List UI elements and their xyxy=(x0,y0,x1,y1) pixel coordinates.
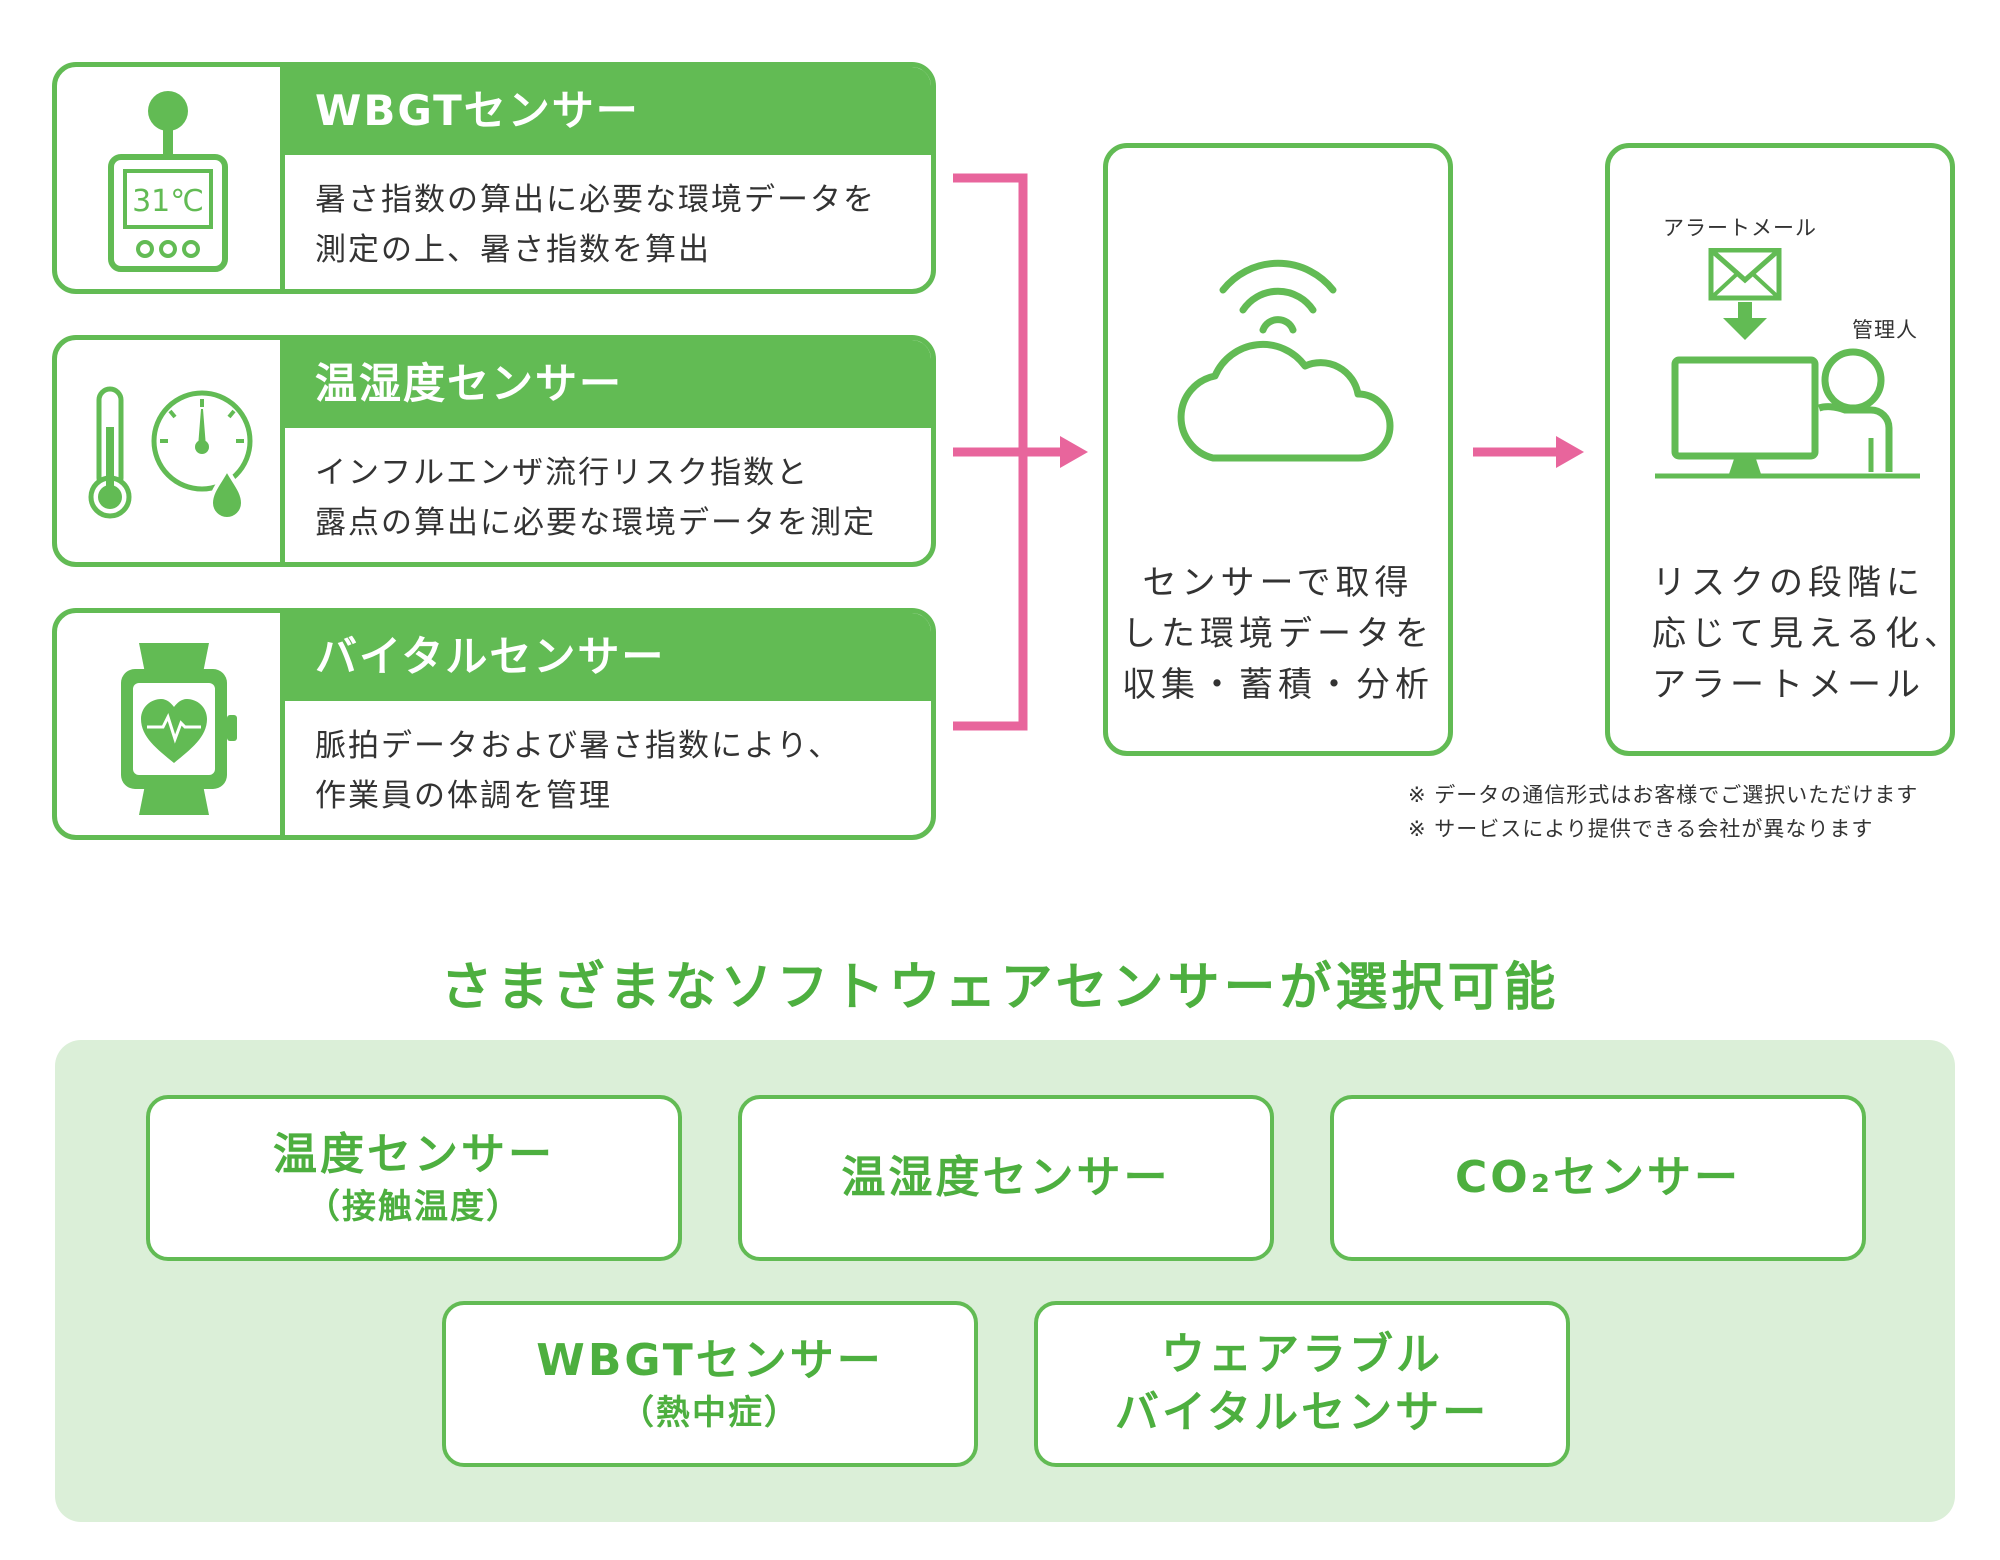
sensor-desc-wbgt: 暑さ指数の算出に必要な環境データを 測定の上、暑さ指数を算出 xyxy=(315,182,876,268)
mail-label: アラートメール xyxy=(1663,216,1817,240)
sensor-desc-humidity: インフルエンザ流行リスク指数と 露点の算出に必要な環境データを測定 xyxy=(315,455,876,541)
cloud-process-box: センサーで取得 した環境データを 収集・蓄積・分析 xyxy=(1103,143,1453,756)
cloud-process-text: センサーで取得 した環境データを 収集・蓄積・分析 xyxy=(1122,563,1434,705)
admin-label: 管理人 xyxy=(1852,318,1918,342)
sensor-title-vital: バイタルセンサー xyxy=(285,613,931,701)
flow-connector xyxy=(953,173,1584,731)
alert-process-text: リスクの段階に 応じて見える化、 アラートメール xyxy=(1652,563,1963,705)
wbgt-meter-icon: 31℃ xyxy=(108,91,228,272)
footnote: ※ データの通信形式はお客様でご選択いただけます xyxy=(1408,783,1919,807)
sensor-title-humidity: 温湿度センサー xyxy=(285,340,931,428)
arrow-to-cloud-icon xyxy=(1060,436,1088,468)
arrow-to-alert-icon xyxy=(1556,436,1584,468)
option-co2-sensor: CO₂センサー xyxy=(1330,1095,1866,1261)
sensor-card-humidity: 温湿度センサー インフルエンザ流行リスク指数と 露点の算出に必要な環境データを測… xyxy=(52,335,936,567)
option-humidity-sensor: 温湿度センサー xyxy=(738,1095,1274,1261)
cloud-wifi-icon xyxy=(1177,259,1394,462)
footnotes: ※ データの通信形式はお客様でご選択いただけます ※ サービスにより提供できる会… xyxy=(1408,778,1918,846)
option-wbgt-sensor: WBGTセンサー （熱中症） xyxy=(442,1301,978,1467)
smartwatch-heart-icon xyxy=(121,643,237,815)
sensor-desc-vital: 脈拍データおよび暑さ指数により、 作業員の体調を管理 xyxy=(315,728,842,814)
options-title: さまざまなソフトウェアセンサーが選択可能 xyxy=(440,958,1560,1018)
thermometer-gauge-droplet-icon xyxy=(88,386,253,521)
wbgt-temperature-readout: 31℃ xyxy=(132,184,204,219)
sensor-icon-column xyxy=(57,613,285,835)
sensor-card-vital: バイタルセンサー 脈拍データおよび暑さ指数により、 作業員の体調を管理 xyxy=(52,608,936,840)
sensor-icon-column: 31℃ xyxy=(57,67,285,289)
sensor-card-wbgt: 31℃ WBGTセンサー 暑さ指数の算出に必要な環境データを 測定の上、暑さ指数… xyxy=(52,62,936,294)
alert-process-box: アラートメール 管理人 リスクの段階に 応じて見える化、 アラートメール xyxy=(1605,143,1963,756)
option-wearable-vital-sensor: ウェアラブル バイタルセンサー xyxy=(1034,1301,1570,1467)
footnote: ※ サービスにより提供できる会社が異なります xyxy=(1408,817,1874,841)
sensor-icon-column xyxy=(57,340,285,562)
sensor-title-wbgt: WBGTセンサー xyxy=(285,67,931,155)
option-temperature-sensor: 温度センサー （接触温度） xyxy=(146,1095,682,1261)
admin-computer-mail-icon xyxy=(1655,248,1920,479)
